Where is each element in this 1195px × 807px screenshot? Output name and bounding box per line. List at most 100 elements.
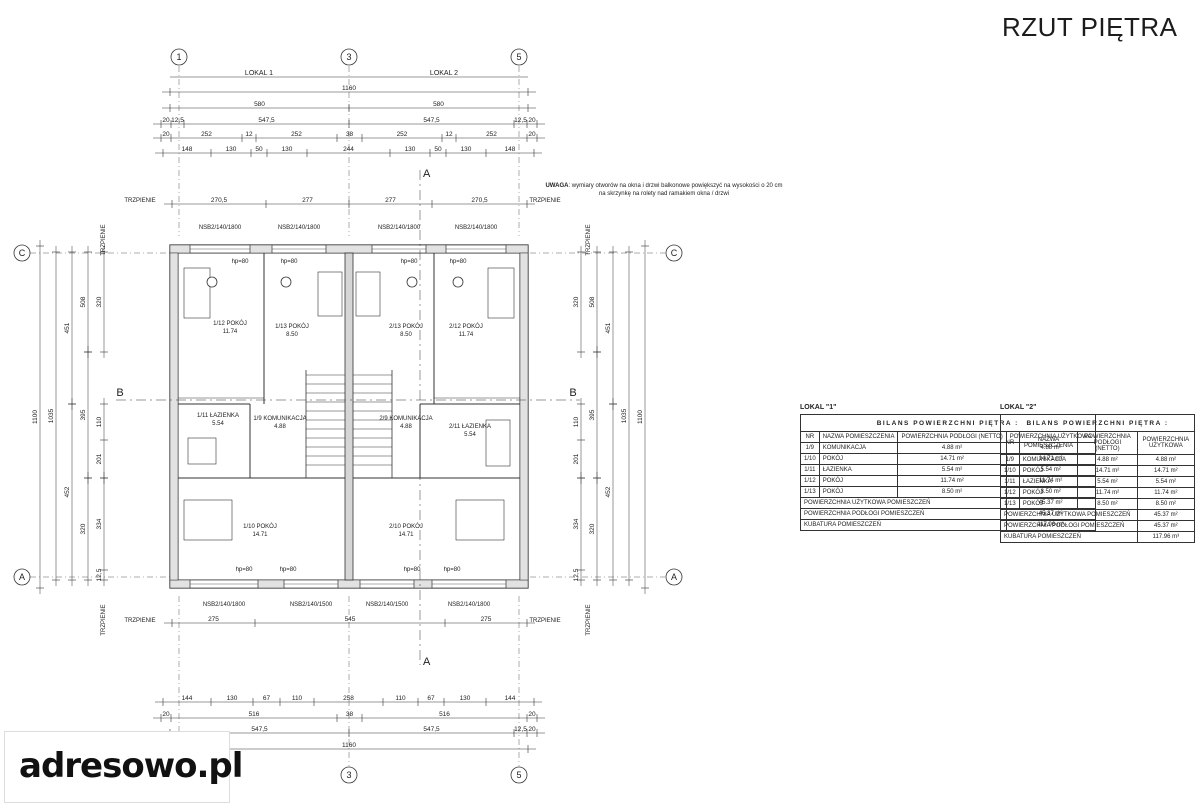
dim-r5-top-value: 130 bbox=[405, 146, 416, 153]
dim-r1-bottom-value: 258 bbox=[343, 695, 354, 702]
cell-name: POKÓJ bbox=[818, 486, 899, 498]
room-label: 2/9 KOMUNIKACJA bbox=[379, 416, 432, 422]
hp-label: hp=80 bbox=[450, 259, 468, 265]
room-label: 2/12 POKÓJ bbox=[449, 323, 483, 330]
axis-bubble bbox=[665, 568, 683, 586]
room-area: 11.74 bbox=[223, 329, 238, 335]
dim-left-395-value: 395 bbox=[80, 409, 87, 420]
dim-r3-top-value: 547,5 bbox=[423, 117, 440, 124]
bed bbox=[455, 499, 505, 541]
column-header: POWIERZCHNIA UŻYTKOWA bbox=[1136, 431, 1195, 455]
lamp-fixture bbox=[452, 276, 464, 288]
table-title: BILANS POWIERZCHNI PIĘTRA : bbox=[1000, 414, 1195, 432]
cell-name: ŁAZIENKA bbox=[818, 464, 899, 476]
wall-hatch-left bbox=[169, 252, 179, 581]
dim-r4-top-value: 38 bbox=[346, 131, 354, 138]
party-wall bbox=[344, 252, 354, 581]
dim-right-451-value: 451 bbox=[605, 322, 612, 333]
dim-r2-bottom-value: 20 bbox=[528, 711, 536, 718]
dim-right-334-value: 334 bbox=[573, 518, 580, 529]
lamp-fixture bbox=[280, 276, 292, 288]
sum-label: POWIERZCHNIA UŻYTKOWA POMIESZCZEŃ bbox=[1000, 509, 1138, 521]
column-header: NAZWA POMIESZCZENIA bbox=[1018, 431, 1079, 455]
cell-netto: 11.74 m² bbox=[1077, 487, 1138, 499]
dim-left-452-value: 452 bbox=[64, 486, 71, 497]
room-area: 8.50 bbox=[400, 332, 412, 338]
dim-r4-top-value: 252 bbox=[201, 131, 212, 138]
dim-r1-bottom-value: 67 bbox=[263, 695, 271, 702]
section-a-label: A bbox=[423, 656, 431, 668]
dim-r5-top-value: 50 bbox=[255, 146, 263, 153]
cell-nr: 1/12 bbox=[800, 475, 820, 487]
section-b-label: B bbox=[116, 387, 123, 399]
axis-label: 1 bbox=[176, 52, 181, 62]
axis-label: 3 bbox=[346, 770, 351, 780]
dim-r3-bottom-value: 547,5 bbox=[423, 726, 440, 733]
trzpienie-label: TRZPIENIE bbox=[586, 604, 592, 635]
sum-label: POWIERZCHNIA PODŁOGI POMIESZCZEŃ bbox=[800, 508, 1007, 520]
room-label: 1/11 ŁAZIENKA bbox=[197, 413, 239, 419]
hp-label: hp=80 bbox=[404, 567, 422, 573]
sum-label: KUBATURA POMIESZCZEŃ bbox=[1000, 531, 1138, 543]
cell-netto: 14.71 m² bbox=[1077, 465, 1138, 477]
cell-netto: 4.88 m² bbox=[1077, 454, 1138, 466]
cell-name: POKÓJ bbox=[1018, 498, 1079, 510]
dim-r2-bottom-value: 38 bbox=[346, 711, 354, 718]
dim-r3-top-value: 12,5 bbox=[514, 117, 527, 124]
column-header: POWIERZCHNIA PODŁOGI (NETTO) bbox=[897, 431, 1007, 443]
dim-r3-bottom-value: 12,5 bbox=[514, 726, 527, 733]
dim-total-top-value: 1160 bbox=[342, 85, 356, 92]
dim-r4-top-value: 252 bbox=[397, 131, 408, 138]
table-caption: LOKAL "2" bbox=[1000, 404, 1037, 411]
window-label: NSB2/140/1800 bbox=[203, 602, 246, 608]
dim-r1-bottom-value: 110 bbox=[395, 695, 406, 702]
lokal-1-label: LOKAL 1 bbox=[245, 70, 273, 77]
dim-left-334-value: 12,5 bbox=[96, 568, 103, 581]
column-header: POWIERZCHNIA PODŁOGI (NETTO) bbox=[1077, 431, 1138, 455]
wall-hatch-right bbox=[519, 252, 529, 581]
dim-r1-bottom-value: 130 bbox=[460, 695, 471, 702]
window-label: NSB2/140/1800 bbox=[199, 225, 242, 231]
note-line1: : wymiary otworów na okna i drzwi balkon… bbox=[568, 183, 783, 189]
dim-r5-top-value: 130 bbox=[282, 146, 293, 153]
room-label: 1/12 POKÓJ bbox=[213, 320, 247, 327]
dim-r1-bottom-value: 144 bbox=[505, 695, 516, 702]
cell-uzytkowa: 5.54 m² bbox=[1136, 476, 1195, 488]
sum-label: POWIERZCHNIA UŻYTKOWA POMIESZCZEŃ bbox=[800, 497, 1007, 509]
dim-r4-top-value: 12 bbox=[445, 131, 453, 138]
axis-bubble bbox=[340, 766, 358, 784]
dim-wall-top-value: 270,5 bbox=[211, 197, 228, 204]
dim-left-451-value: 451 bbox=[64, 322, 71, 333]
cell-uzytkowa: 8.50 m² bbox=[1136, 498, 1195, 510]
dim-half-top-value: 580 bbox=[433, 101, 444, 108]
sum-label: POWIERZCHNIA PODŁOGI POMIESZCZEŃ bbox=[1000, 520, 1138, 532]
column-header: NAZWA POMIESZCZENIA bbox=[818, 431, 899, 443]
dim-r2-bottom-value: 516 bbox=[439, 711, 450, 718]
trzpienie-label: TRZPIENIE bbox=[529, 618, 560, 624]
bed bbox=[183, 499, 233, 541]
axis-bubble bbox=[13, 244, 31, 262]
dim-left-110-value: 110 bbox=[96, 416, 103, 427]
axis-label: 5 bbox=[516, 52, 521, 62]
cell-netto: 8.50 m² bbox=[1077, 498, 1138, 510]
trzpienie-label: TRZPIENIE bbox=[101, 604, 107, 635]
dim-wall-bottom-value: 275 bbox=[208, 616, 219, 623]
cell-nr: 1/12 bbox=[1000, 487, 1020, 499]
window-label: NSB2/140/1800 bbox=[278, 225, 321, 231]
cell-name: POKÓJ bbox=[1018, 487, 1079, 499]
dim-left-320-value: 320 bbox=[96, 296, 103, 307]
dim-left-320b-value: 320 bbox=[80, 523, 87, 534]
room-area: 5.54 bbox=[212, 421, 224, 427]
room-area: 14.71 bbox=[398, 532, 414, 538]
bed bbox=[183, 267, 211, 319]
note-bold: UWAGA bbox=[545, 183, 569, 189]
dim-left-110-value: 201 bbox=[96, 453, 103, 464]
adresowo-logo[interactable]: adresowo.pl bbox=[4, 731, 243, 803]
hp-label: hp=80 bbox=[401, 259, 419, 265]
axis-bubble bbox=[510, 766, 528, 784]
dim-right-total-value: 1100 bbox=[637, 410, 644, 424]
